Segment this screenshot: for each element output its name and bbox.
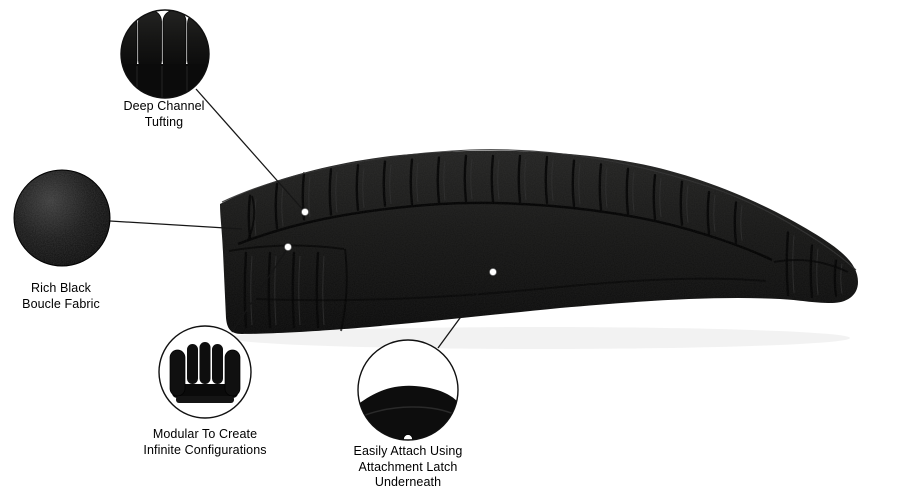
tufting-photo-ring: [120, 9, 210, 99]
callout-label-fabric: Rich Black Boucle Fabric: [22, 281, 100, 312]
callout-label-tufting: Deep Channel Tufting: [123, 99, 204, 130]
modular-photo-ring: [158, 325, 252, 419]
feature-dot-attach: [489, 268, 497, 276]
label-line: Rich Black: [30, 281, 92, 295]
sofa-boucle-texture: [220, 150, 858, 334]
attach-photo-content: [358, 385, 458, 440]
connector-tufting: [195, 88, 306, 213]
attach-photo-ring: [357, 339, 459, 441]
callout-label-attach: Easily Attach Using Attachment Latch Und…: [354, 444, 463, 491]
feature-dots: [284, 208, 497, 276]
label-line: Tufting: [144, 114, 184, 129]
connector-lines: [109, 88, 494, 349]
modular-photo-content: [169, 342, 241, 403]
connector-modular: [231, 247, 289, 333]
label-line: Infinite Configurations: [143, 442, 267, 457]
connector-attach: [437, 272, 494, 349]
floor-shadow: [230, 327, 850, 349]
callout-photo-tufting: [120, 9, 210, 99]
callout-label-modular: Modular To Create Infinite Configuration…: [143, 427, 266, 458]
callout-photo-modular: [158, 325, 252, 419]
callout-photo-attach: [357, 339, 459, 441]
label-line: Underneath: [374, 475, 442, 489]
fabric-texture: [14, 170, 110, 266]
label-line: Attachment Latch: [358, 459, 458, 474]
sofa-illustration: [220, 149, 858, 334]
label-line: Deep Channel: [123, 99, 205, 113]
connector-fabric: [109, 220, 243, 230]
fabric-ring: [13, 169, 111, 267]
label-line: Boucle Fabric: [22, 296, 100, 311]
label-line: Easily Attach Using: [353, 444, 463, 458]
latch-detail: [403, 434, 413, 440]
feature-dot-tufting: [301, 208, 309, 216]
callout-photo-fabric: [13, 169, 111, 267]
label-line: Modular To Create: [152, 427, 258, 441]
feature-dot-modular: [284, 243, 292, 251]
